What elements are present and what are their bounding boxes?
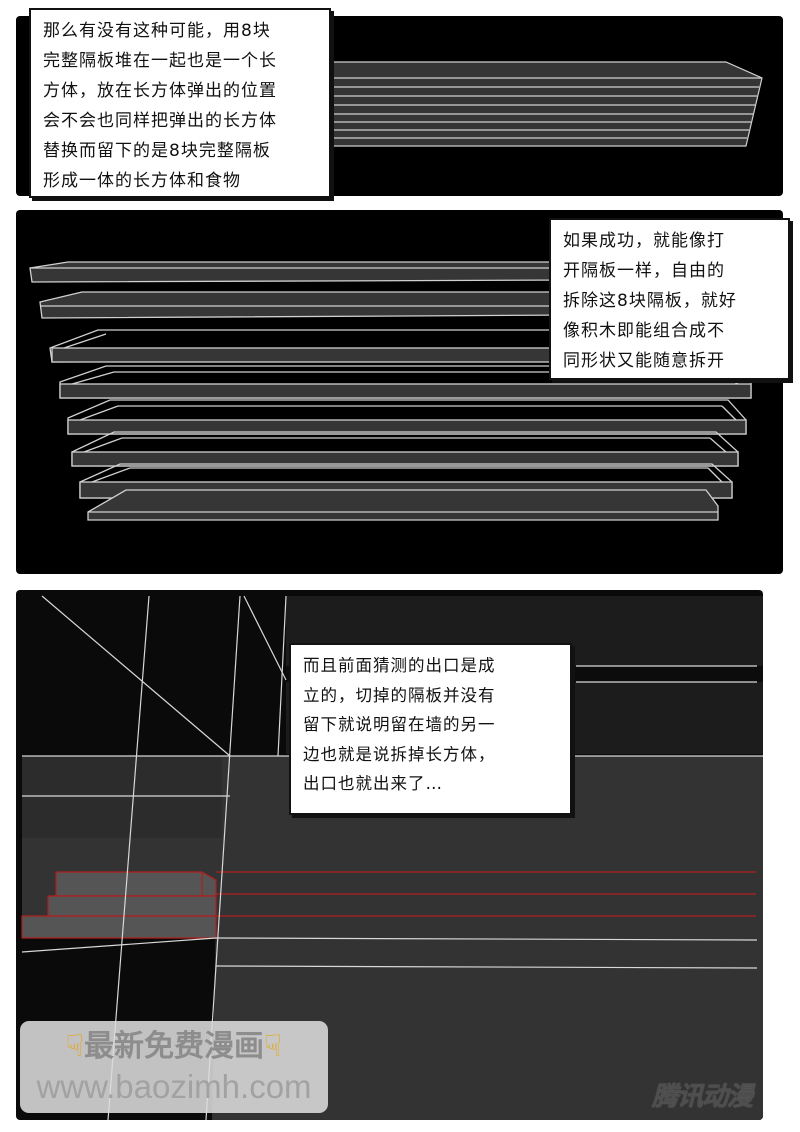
watermark-title: 最新免费漫画 (84, 1029, 264, 1064)
caption-box-2: 如果成功，就能像打 开隔板一样，自由的 拆除这8块隔板，就好 像积木即能组合成不… (549, 218, 790, 380)
pointing-down-hand-icon: ☟ (264, 1029, 283, 1064)
caption-box-1: 那么有没有这种可能，用8块 完整隔板堆在一起也是一个长 方体，放在长方体弹出的位… (29, 8, 331, 198)
caption-box-3: 而且前面猜测的出口是成 立的，切掉的隔板并没有 留下就说明留在墙的另一 边也就是… (289, 643, 572, 815)
brand-logo: 腾讯动漫 (652, 1082, 753, 1112)
stacked-partitions-illustration (315, 61, 763, 147)
separated-partitions-illustration (29, 261, 752, 521)
watermark-title-row: ☟最新免费漫画☟ (20, 1025, 328, 1069)
panel-2 (16, 210, 783, 574)
watermark-url[interactable]: www.baozimh.com (36, 1068, 312, 1105)
watermark-banner[interactable]: ☟最新免费漫画☟ www.baozimh.com (20, 1021, 328, 1113)
pointing-down-hand-icon: ☟ (65, 1029, 84, 1064)
